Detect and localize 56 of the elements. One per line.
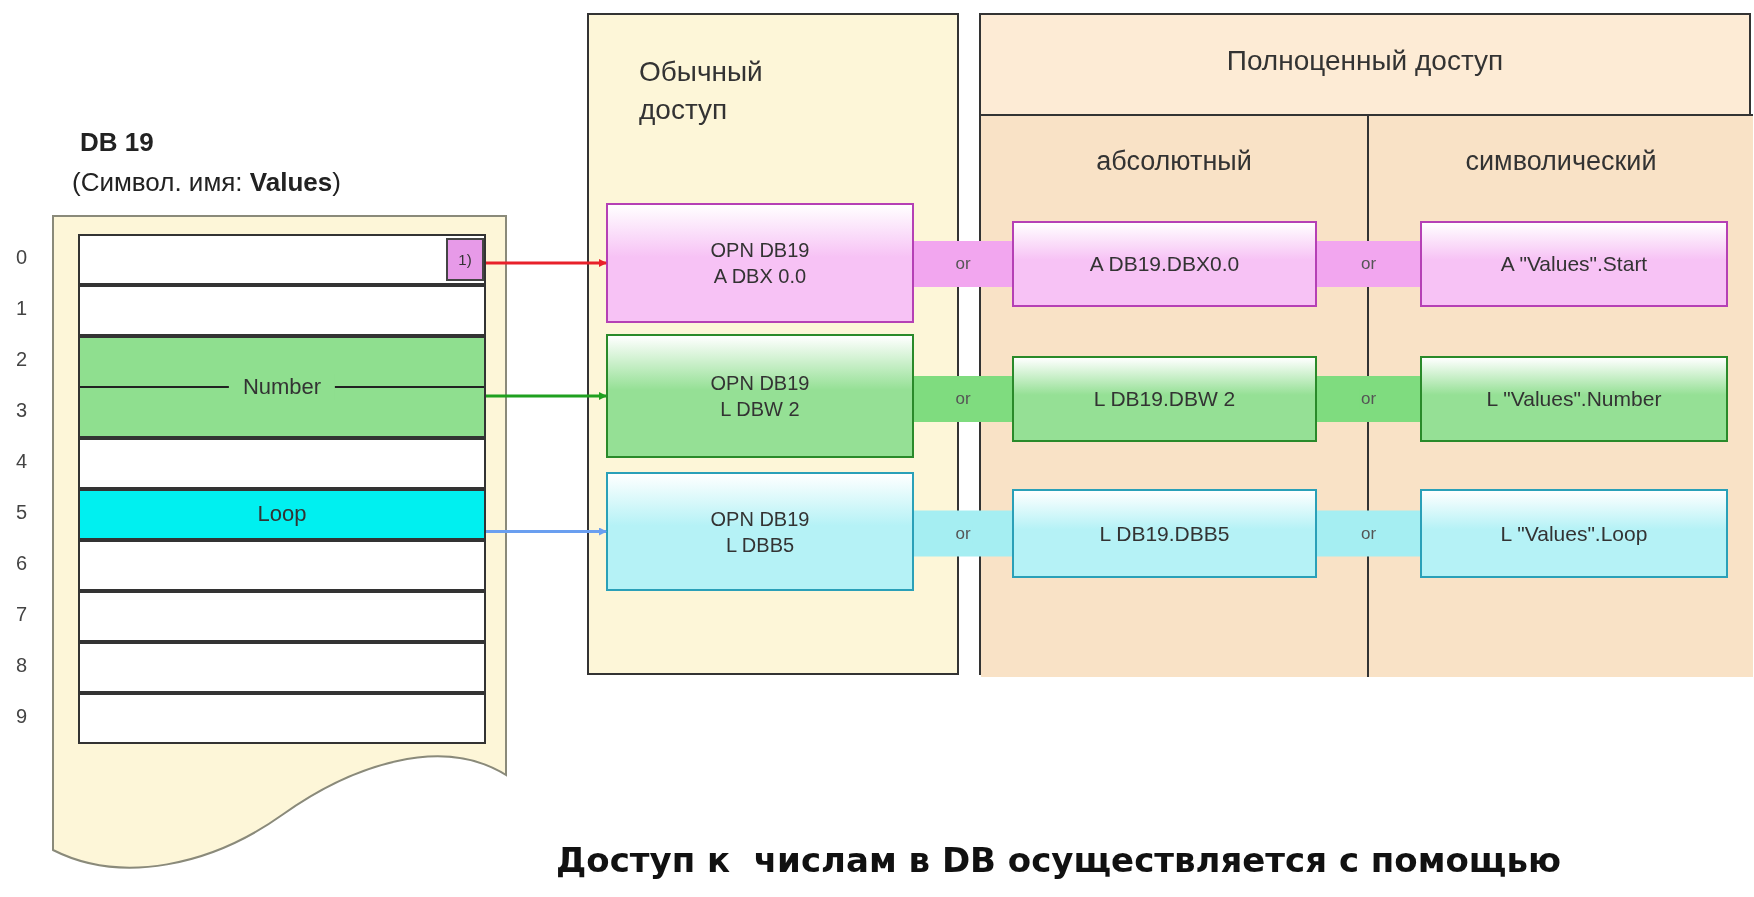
connector-band bbox=[914, 510, 1012, 557]
instruction-text: OPN DB19 A DBX 0.0 bbox=[709, 238, 811, 289]
memory-row bbox=[78, 591, 486, 642]
symbolic-name: (Символ. имя: Values) bbox=[72, 167, 341, 198]
instruction-text: OPN DB19 L DBB5 bbox=[709, 506, 811, 558]
row-number: 3 bbox=[16, 399, 28, 422]
memory-row bbox=[78, 234, 486, 285]
connector-band bbox=[1317, 241, 1420, 287]
memory-field bbox=[78, 336, 486, 438]
row-number: 1 bbox=[16, 297, 28, 320]
row-number: 9 bbox=[16, 705, 28, 728]
connector-band bbox=[914, 376, 1012, 422]
row-number: 6 bbox=[16, 552, 28, 575]
instruction-text: A "Values".Start bbox=[1500, 252, 1648, 276]
field-label: Loop bbox=[257, 501, 307, 527]
connector-band bbox=[1317, 376, 1420, 422]
memory-row bbox=[78, 285, 486, 336]
instruction-text: OPN DB19 L DBW 2 bbox=[709, 371, 811, 422]
instruction-box bbox=[1420, 221, 1728, 307]
instruction-text: L DB19.DBB5 bbox=[1099, 521, 1230, 546]
instruction-text: L DB19.DBW 2 bbox=[1093, 387, 1236, 411]
connector-band bbox=[1317, 510, 1420, 557]
memory-row bbox=[78, 540, 486, 591]
instruction-box bbox=[606, 334, 914, 458]
instruction-text: L "Values".Number bbox=[1486, 387, 1662, 411]
instruction-box bbox=[606, 472, 914, 591]
memory-row bbox=[78, 438, 486, 489]
instruction-box bbox=[1012, 356, 1317, 442]
instruction-box bbox=[1420, 489, 1728, 578]
column-title: символический bbox=[1464, 146, 1658, 177]
row-number: 4 bbox=[16, 450, 28, 473]
memory-row bbox=[78, 642, 486, 693]
memory-field bbox=[78, 489, 486, 540]
panel-title: Полноценный доступ bbox=[1225, 45, 1505, 77]
row-number: 0 bbox=[16, 246, 28, 269]
footnote-marker: 1) bbox=[446, 238, 484, 281]
block-title: DB 19 bbox=[80, 127, 154, 158]
instruction-box bbox=[1012, 221, 1317, 307]
access-panel bbox=[979, 13, 1751, 675]
arrow bbox=[486, 259, 607, 267]
row-number: 7 bbox=[16, 603, 28, 626]
instruction-box bbox=[1012, 489, 1317, 578]
arrow bbox=[486, 527, 607, 536]
instruction-box bbox=[606, 203, 914, 323]
column-title: абсолютный bbox=[1095, 146, 1253, 177]
caption: Доступ к числам в DB осуществляется с помощью bbox=[556, 840, 1561, 880]
instruction-text: L "Values".Loop bbox=[1500, 521, 1648, 546]
panel-title: Обычный доступ bbox=[639, 55, 764, 127]
connector-band bbox=[914, 241, 1012, 287]
arrow bbox=[486, 392, 607, 400]
row-number: 5 bbox=[16, 501, 28, 524]
row-number: 2 bbox=[16, 348, 28, 371]
instruction-text: A DB19.DBX0.0 bbox=[1089, 252, 1240, 276]
row-number: 8 bbox=[16, 654, 28, 677]
instruction-box bbox=[1420, 356, 1728, 442]
memory-row bbox=[78, 693, 486, 744]
